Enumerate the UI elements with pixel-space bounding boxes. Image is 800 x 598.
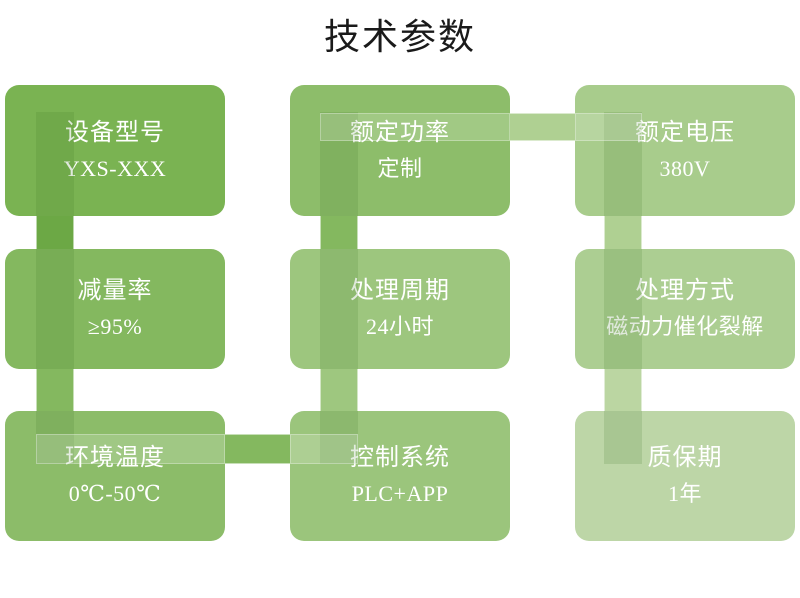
- card-control-system[interactable]: 控制系统 PLC+APP: [290, 411, 510, 541]
- card-title: 处理周期: [350, 278, 450, 304]
- card-device-model[interactable]: 设备型号 YXS-XXX: [5, 85, 225, 216]
- card-title: 额定功率: [350, 119, 450, 146]
- card-value: 380V: [659, 155, 711, 181]
- card-treatment-cycle[interactable]: 处理周期 24小时: [290, 249, 510, 369]
- card-title: 质保期: [647, 445, 723, 471]
- card-value: 24小时: [365, 314, 434, 339]
- card-value: 磁动力催化裂解: [606, 314, 764, 339]
- card-title: 减量率: [77, 278, 153, 304]
- card-ambient-temperature[interactable]: 环境温度 0℃-50℃: [5, 411, 225, 541]
- card-reduction-rate[interactable]: 减量率 ≥95%: [5, 249, 225, 369]
- card-treatment-method[interactable]: 处理方式 磁动力催化裂解: [575, 249, 795, 369]
- card-warranty-period[interactable]: 质保期 1年: [575, 411, 795, 541]
- card-title: 环境温度: [65, 445, 165, 471]
- page-title: 技术参数: [323, 17, 476, 57]
- card-title: 处理方式: [635, 278, 735, 304]
- card-rated-power[interactable]: 额定功率 定制: [290, 85, 510, 216]
- card-value: 1年: [667, 481, 702, 506]
- card-value: PLC+APP: [351, 481, 449, 506]
- card-value: ≥95%: [87, 314, 143, 339]
- card-title: 额定电压: [635, 119, 735, 146]
- card-value: 0℃-50℃: [68, 481, 162, 506]
- card-title: 设备型号: [65, 119, 165, 146]
- card-rated-voltage[interactable]: 额定电压 380V: [575, 85, 795, 216]
- card-value: YXS-XXX: [63, 155, 167, 181]
- card-title: 控制系统: [350, 445, 450, 471]
- card-value: 定制: [377, 155, 423, 181]
